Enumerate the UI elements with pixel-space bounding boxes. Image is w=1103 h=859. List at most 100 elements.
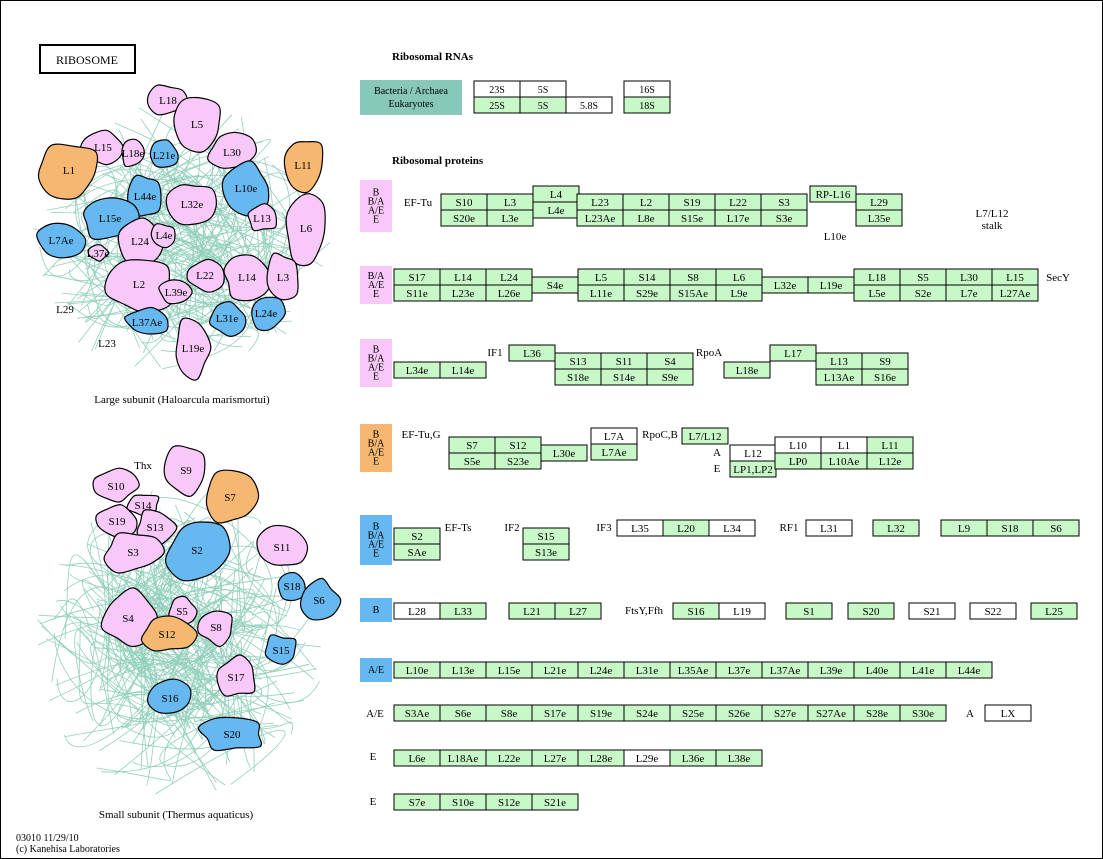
small-subunit-caption: Small subunit (Thermus aquaticus) — [99, 809, 254, 821]
protein-box-s1[interactable] — [785, 602, 833, 620]
protein-box-s21e[interactable] — [531, 793, 579, 811]
protein-box-label-l44e: L44e — [958, 665, 981, 677]
protein-box-lx[interactable] — [984, 704, 1032, 722]
protein-box-label-s6e: S6e — [455, 708, 472, 720]
protein-box-s22[interactable] — [969, 602, 1017, 620]
title-box: RIBOSOME — [39, 44, 136, 74]
protein-box-label-l35: L35 — [631, 523, 649, 535]
protein-blob-label-l14: L14 — [238, 272, 256, 284]
protein-blob-label-s16: S16 — [161, 693, 179, 705]
protein-box-label-s3e: S3e — [776, 213, 793, 225]
protein-box-l12e[interactable] — [866, 452, 914, 470]
protein-box-l27ae[interactable] — [991, 284, 1039, 302]
protein-box-label-s7e: S7e — [409, 797, 426, 809]
protein-box-label-s4e: S4e — [547, 280, 564, 292]
protein-row-1: BB/AA/EEEF-TuL10eL7/L12stalkS10S20eL3L3e… — [360, 180, 1009, 243]
row-tag-b: B — [373, 430, 380, 441]
protein-box-sae[interactable] — [393, 543, 441, 561]
protein-box-l35e[interactable] — [855, 209, 903, 227]
protein-box-label-l24: L24 — [500, 272, 518, 284]
protein-box-label-l36e: L36e — [682, 753, 705, 765]
rrna-label-5s: 5S — [538, 85, 549, 96]
protein-blob-label-s6: S6 — [313, 595, 325, 607]
protein-blob-label-l24e: L24e — [255, 308, 278, 320]
protein-box-label-l41e: L41e — [912, 665, 935, 677]
protein-box-label-s14e: S14e — [613, 372, 635, 384]
protein-box-l34[interactable] — [708, 519, 756, 537]
protein-blob-s17 — [216, 654, 256, 697]
protein-box-l33[interactable] — [439, 602, 487, 620]
protein-box-label-l18ae: L18Ae — [448, 753, 479, 765]
protein-box-label-l21e: L21e — [544, 665, 567, 677]
protein-box-label-sae: SAe — [408, 547, 427, 559]
protein-box-s9e[interactable] — [646, 368, 694, 386]
protein-box-l31[interactable] — [805, 519, 853, 537]
protein-box-s30e[interactable] — [899, 704, 947, 722]
protein-box-s13e[interactable] — [522, 543, 570, 561]
protein-box-label-l24e: L24e — [590, 665, 613, 677]
protein-box-label-s18e: S18e — [567, 372, 589, 384]
protein-box-label-l11: L11 — [881, 440, 898, 452]
rna-strand — [250, 587, 277, 715]
protein-blob-l7ae — [36, 222, 87, 259]
protein-box-label-s15ae: S15Ae — [678, 288, 708, 300]
protein-box-label-l4: L4 — [550, 189, 563, 201]
protein-blob-label-l13: L13 — [253, 213, 271, 225]
protein-blob-label-s15: S15 — [272, 645, 290, 657]
protein-blob-s8 — [197, 610, 233, 648]
row-tag-b: B — [373, 522, 380, 533]
protein-blob-label-s8: S8 — [210, 622, 222, 634]
protein-box-s6[interactable] — [1032, 519, 1080, 537]
protein-box-l27[interactable] — [554, 602, 602, 620]
row-tag-box — [360, 658, 392, 682]
protein-blob-label-s20: S20 — [223, 729, 241, 741]
protein-box-s21[interactable] — [908, 602, 956, 620]
protein-box-label-l37e: L37e — [728, 665, 751, 677]
protein-box-l19[interactable] — [718, 602, 766, 620]
rrna-label-box — [360, 80, 462, 115]
protein-box-s3e[interactable] — [760, 209, 808, 227]
row-tag-box — [360, 598, 392, 622]
factor-label-l10e: L10e — [824, 231, 847, 243]
protein-box-label-s18: S18 — [1001, 523, 1019, 535]
proteins-heading: Ribosomal proteins — [392, 155, 484, 167]
protein-box-l18e[interactable] — [723, 361, 771, 379]
row-tag-a-e: A/E — [368, 206, 384, 217]
protein-blob-l14 — [223, 254, 272, 302]
protein-blob-l37e — [87, 244, 110, 262]
protein-box-label-s2: S2 — [411, 531, 423, 543]
protein-box-label-l7-l12: L7/L12 — [689, 431, 722, 443]
rna-strand — [96, 654, 275, 781]
protein-box-l30e[interactable] — [540, 444, 588, 462]
protein-box-l14e[interactable] — [439, 361, 487, 379]
protein-box-s16e[interactable] — [861, 368, 909, 386]
protein-blob-label-s13: S13 — [146, 522, 164, 534]
protein-blob-label-l15e: L15e — [99, 213, 122, 225]
protein-box-l25[interactable] — [1030, 602, 1078, 620]
protein-box-label-s27ae: S27Ae — [816, 708, 846, 720]
protein-box-label-s5e: S5e — [464, 456, 481, 468]
rrna-label-line-2: Eukaryotes — [389, 99, 434, 110]
protein-box-s20[interactable] — [847, 602, 895, 620]
protein-blob-l13 — [247, 203, 278, 232]
protein-blob-l31e — [208, 301, 247, 338]
protein-blob-label-l21e: L21e — [153, 150, 176, 162]
protein-box-label-l23ae: L23Ae — [585, 213, 616, 225]
protein-box-l32[interactable] — [872, 519, 920, 537]
protein-box-label-l5: L5 — [595, 272, 608, 284]
protein-box-label-s23e: S23e — [507, 456, 529, 468]
factor-label-ef-tu: EF-Tu — [404, 197, 433, 209]
protein-blob-label-l4e: L4e — [155, 230, 172, 242]
protein-box-l7-l12[interactable] — [681, 427, 729, 445]
protein-box-l44e[interactable] — [945, 661, 993, 679]
protein-box-l7ae[interactable] — [590, 443, 638, 461]
protein-box-l38e[interactable] — [715, 749, 763, 767]
row-tag-a: A — [966, 708, 974, 720]
protein-box-label-l11e: L11e — [590, 288, 612, 300]
factor-label-secy: SecY — [1046, 272, 1070, 284]
protein-box-label-s19: S19 — [683, 197, 701, 209]
rrna-label-25s: 25S — [489, 101, 505, 112]
protein-box-label-l9: L9 — [958, 523, 971, 535]
